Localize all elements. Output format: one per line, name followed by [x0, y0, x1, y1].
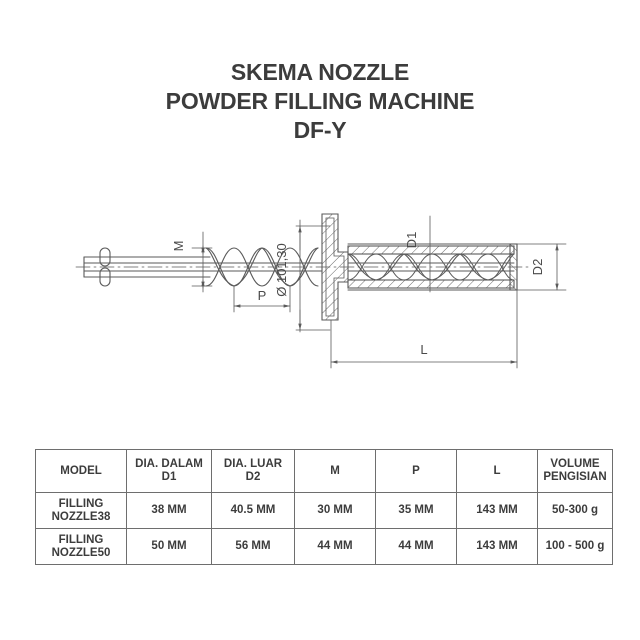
cell-d2: 56 MM	[211, 528, 295, 565]
dimension-label-m: M	[171, 241, 186, 252]
cell-model-line2: NOZZLE50	[51, 546, 111, 559]
header-m: M	[294, 449, 376, 493]
dimension-m	[191, 231, 213, 293]
header-dia-luar-line1: DIA. LUAR	[223, 458, 283, 470]
table-row: FILLING NOZZLE38 38 MM 40.5 MM 30 MM 35 …	[35, 492, 613, 529]
dimension-d2	[516, 243, 567, 291]
dimension-label-d1: D1	[404, 232, 419, 249]
dimension-l	[330, 289, 518, 369]
dimension-label-d2: D2	[530, 259, 545, 276]
header-p: P	[375, 449, 457, 493]
dimension-diameter	[295, 219, 331, 333]
cell-model-line2: NOZZLE38	[51, 510, 111, 523]
header-volume-pengisian: VOLUME PENGISIAN	[537, 449, 613, 493]
specification-table-container: MODEL DIA. DALAM D1 DIA. LUAR D2 M P L	[35, 449, 613, 565]
cell-model-line1: FILLING	[58, 497, 104, 510]
title-line-3: DF-Y	[293, 117, 347, 143]
cell-d2: 40.5 MM	[211, 492, 295, 529]
header-dia-luar: DIA. LUAR D2	[211, 449, 295, 493]
cell-p: 35 MM	[375, 492, 457, 529]
cell-volume: 50-300 g	[537, 492, 613, 529]
header-volume-line2: PENGISIAN	[543, 471, 607, 483]
cell-volume: 100 - 500 g	[537, 528, 613, 565]
table-body: FILLING NOZZLE38 38 MM 40.5 MM 30 MM 35 …	[35, 492, 613, 565]
header-p-line1: P	[412, 464, 420, 477]
cell-l: 143 MM	[456, 528, 538, 565]
drawing-svg: M P Ø 101,30 D1 D2	[75, 213, 567, 369]
dimension-label-l: L	[420, 342, 427, 357]
drive-shaft	[83, 247, 211, 287]
page-title: SKEMA NOZZLE POWDER FILLING MACHINE DF-Y	[0, 58, 640, 145]
mounting-flange	[321, 213, 349, 321]
table-header-row: MODEL DIA. DALAM D1 DIA. LUAR D2 M P L	[35, 449, 613, 493]
header-l: L	[456, 449, 538, 493]
cell-m: 30 MM	[294, 492, 376, 529]
header-dia-luar-line2: D2	[245, 471, 261, 483]
table-header: MODEL DIA. DALAM D1 DIA. LUAR D2 M P L	[35, 449, 613, 493]
cell-d1: 50 MM	[126, 528, 212, 565]
header-dia-dalam-line1: DIA. DALAM	[135, 458, 203, 470]
table-row: FILLING NOZZLE50 50 MM 56 MM 44 MM 44 MM…	[35, 528, 613, 565]
dimension-label-diameter: Ø 101,30	[274, 243, 289, 297]
specification-table: MODEL DIA. DALAM D1 DIA. LUAR D2 M P L	[35, 449, 613, 565]
header-l-line1: L	[493, 464, 501, 477]
title-line-1: SKEMA NOZZLE	[230, 59, 410, 85]
header-model: MODEL	[35, 449, 127, 493]
header-volume-line1: VOLUME	[550, 458, 600, 470]
header-model-line1: MODEL	[60, 464, 102, 477]
header-dia-dalam-line2: D1	[161, 471, 177, 483]
header-m-line1: M	[330, 464, 340, 477]
cell-m: 44 MM	[294, 528, 376, 565]
nozzle-barrel	[347, 243, 518, 291]
auger-flight-exposed	[205, 247, 323, 287]
cell-p: 44 MM	[375, 528, 457, 565]
cell-model-line1: FILLING	[58, 533, 104, 546]
title-line-2: POWDER FILLING MACHINE	[165, 88, 475, 114]
dimension-label-p: P	[258, 288, 267, 303]
cell-l: 143 MM	[456, 492, 538, 529]
dimension-p	[233, 285, 291, 313]
cell-model: FILLING NOZZLE38	[35, 492, 127, 529]
auger-flight-internal	[347, 253, 515, 281]
header-dia-dalam: DIA. DALAM D1	[126, 449, 212, 493]
nozzle-technical-drawing: M P Ø 101,30 D1 D2	[0, 160, 640, 400]
cell-d1: 38 MM	[126, 492, 212, 529]
cell-model: FILLING NOZZLE50	[35, 528, 127, 565]
